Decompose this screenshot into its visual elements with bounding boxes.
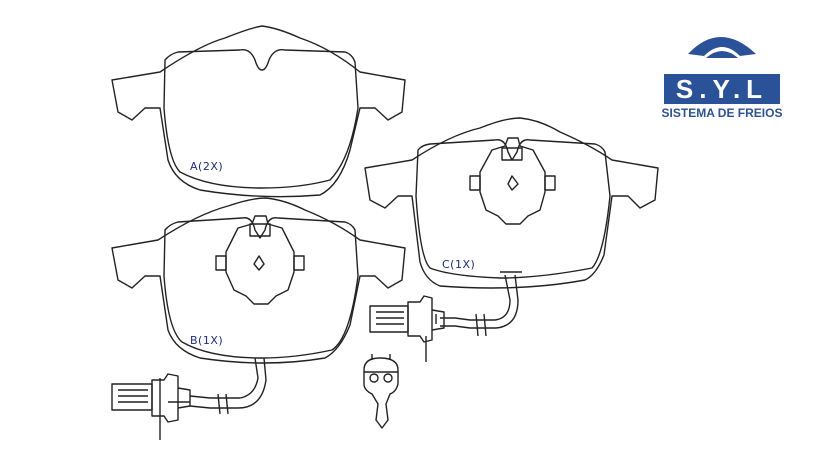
pad-b-drawing (111, 197, 406, 364)
pad-b-sensor-lead (189, 357, 259, 399)
pad-c-sensor-connector (407, 295, 433, 343)
pad-c-wear-sensor (369, 271, 522, 362)
pad-c-drawing (364, 117, 659, 289)
loose-sensor-body (363, 357, 399, 429)
pad-b-backing-plate (111, 197, 406, 364)
pad-b-wear-sensor (111, 357, 267, 440)
pad-a-friction-material (163, 49, 359, 189)
logo-arc (688, 37, 756, 56)
pad-b-sensor-housing (111, 383, 153, 411)
pad-b-friction-material (163, 217, 359, 359)
pad-b-clip-tab-right (293, 255, 305, 271)
loose-wear-sensor (363, 354, 399, 429)
pad-b-clip (225, 215, 295, 305)
pad-c-clip-top (501, 147, 523, 161)
pad-c-label: C(1X) (442, 258, 476, 271)
pad-a-drawing (111, 25, 406, 198)
pad-c-clip-tab-right (544, 175, 556, 191)
pad-b-sensor-connector (151, 373, 179, 423)
logo-brand: S.Y.L (675, 74, 769, 104)
logo-band (664, 74, 780, 104)
pad-b-clip-tab-left (215, 255, 227, 271)
syl-logo (664, 37, 780, 104)
pad-c-clip (479, 137, 546, 225)
pad-c-backing-plate (364, 117, 659, 289)
pad-c-clip-tab-left (469, 175, 481, 191)
pad-c-sensor-lead (440, 274, 511, 321)
pad-c-clip-hole (507, 175, 519, 191)
pad-a-backing-plate (111, 25, 406, 198)
pad-a-label: A(2X) (190, 160, 224, 173)
pad-b-clip-hole (253, 255, 265, 271)
pad-c-sensor-housing (369, 305, 409, 333)
pad-b-clip-top (249, 223, 271, 237)
pad-b-label: B(1X) (190, 334, 224, 347)
logo-tagline: SISTEMA DE FREIOS (661, 106, 783, 120)
pad-c-friction-material (415, 139, 611, 279)
